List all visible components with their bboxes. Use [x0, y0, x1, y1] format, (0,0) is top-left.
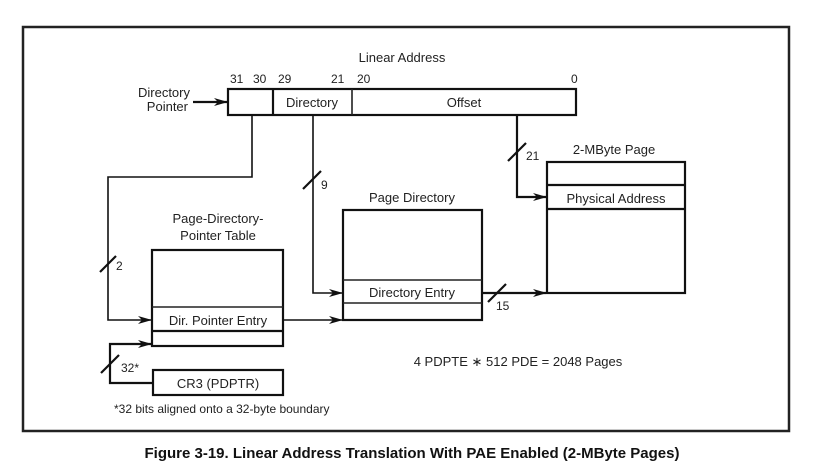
offset-width: 21 [526, 149, 540, 163]
bit-label-21: 21 [331, 72, 345, 86]
pdpt-title: Pointer Table [180, 228, 256, 243]
directory-pointer-label: Pointer [147, 99, 189, 114]
pdpt-index-path [107, 115, 253, 324]
offset-path [515, 115, 547, 201]
two-mbyte-page [545, 160, 687, 295]
bus-width-tick [100, 354, 120, 374]
bus-width-tick [99, 255, 117, 273]
pdpt-index-width: 2 [116, 259, 123, 273]
footnote: *32 bits aligned onto a 32-byte boundary [114, 402, 330, 416]
page-title: 2-MByte Page [573, 142, 655, 157]
bus-width-tick [507, 142, 527, 162]
figure-frame [21, 25, 791, 433]
directory-field: Directory [286, 95, 339, 110]
pde-to-page-width: 15 [496, 299, 510, 313]
physical-address: Physical Address [567, 191, 666, 206]
pdpt-title: Page-Directory- [172, 211, 263, 226]
directory-pointer-label: Directory [138, 85, 191, 100]
pdpt-entry: Dir. Pointer Entry [169, 313, 268, 328]
directory-entry: Directory Entry [369, 285, 455, 300]
bit-label-20: 20 [357, 72, 371, 86]
page-count-equation: 4 PDPTE ∗ 512 PDE = 2048 Pages [414, 354, 623, 369]
figure-caption: Figure 3-19. Linear Address Translation … [145, 445, 680, 462]
cr3-label: CR3 (PDPTR) [177, 376, 259, 391]
bit-label-30: 30 [253, 72, 267, 86]
directory-index-path [312, 115, 343, 297]
bit-label-31: 31 [230, 72, 244, 86]
bit-label-29: 29 [278, 72, 292, 86]
linear-address-register [226, 87, 578, 117]
cr3-width: 32* [121, 361, 139, 375]
directory-index-width: 9 [321, 178, 328, 192]
page-directory-table [341, 208, 484, 322]
bit-label-0: 0 [571, 72, 578, 86]
bus-width-tick [487, 283, 507, 303]
page-directory-title: Page Directory [369, 190, 455, 205]
offset-field: Offset [447, 95, 482, 110]
bus-width-tick [302, 170, 322, 190]
linear-address-title: Linear Address [359, 50, 446, 65]
